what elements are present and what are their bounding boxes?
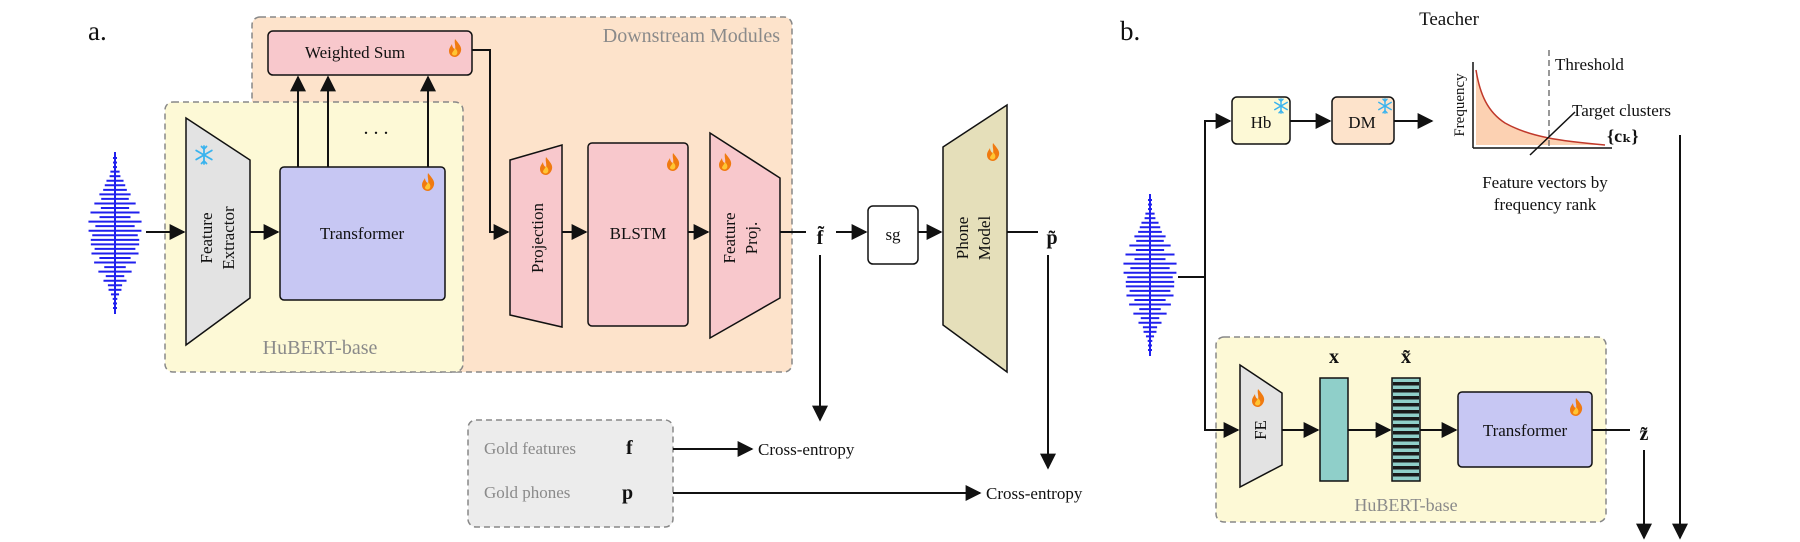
feature-proj-box [709, 131, 781, 340]
f-tilde-label: f̃ [817, 225, 825, 249]
blstm-box [587, 142, 689, 327]
teacher-label: Teacher [1419, 9, 1480, 30]
hb-label: Hb [1251, 113, 1272, 132]
target-clusters-label: Target clusters [1572, 101, 1671, 120]
hubert-base-label-a: HuBERT-base [263, 337, 378, 359]
sg-label: sg [885, 225, 901, 244]
fe-label: FE [1251, 420, 1270, 440]
panel-a-arrows [146, 49, 1056, 501]
phone-model-label-2: Model [975, 216, 994, 261]
feature-extractor-box [185, 116, 251, 347]
gold-phones-label: Gold phones [484, 483, 570, 502]
panel-b-arrows [1178, 113, 1688, 540]
transformer-box-a [279, 166, 446, 301]
hubert-base-label-b: HuBERT-base [1354, 495, 1457, 515]
panel-a-label: a. [88, 16, 107, 46]
blstm-label: BLSTM [610, 224, 667, 243]
z-tilde-label: z̃ [1640, 423, 1649, 445]
feature-proj-label-2: Proj. [742, 222, 761, 255]
layer-ellipsis: . . . [364, 117, 389, 139]
gold-targets-box [467, 419, 674, 528]
weighted-sum-box [267, 30, 473, 76]
panel-b-label: b. [1120, 16, 1140, 46]
phone-model-label-1: Phone [953, 217, 972, 260]
projection-box [509, 144, 563, 328]
gold-p-symbol: p [622, 482, 633, 504]
waveform-icon [88, 152, 142, 314]
phone-model-box [942, 103, 1008, 374]
feature-extractor-label-1: Feature [197, 213, 216, 264]
feature-extractor-label-2: Extractor [219, 206, 238, 270]
feature-proj-label-1: Feature [720, 213, 739, 264]
gold-f-symbol: f [626, 437, 633, 459]
sg-box [867, 205, 919, 265]
fe-box [1239, 363, 1283, 489]
weighted-sum-label: Weighted Sum [305, 43, 405, 62]
x-tilde-masked-bar [1391, 377, 1421, 482]
feature-vectors-label-2: frequency rank [1494, 195, 1597, 214]
cross-entropy-features: Cross-entropy [758, 440, 855, 459]
transformer-label-b: Transformer [1483, 421, 1568, 440]
frequency-rank-plot: Frequency [1452, 50, 1612, 156]
projection-label: Projection [528, 203, 547, 273]
feature-vectors-label-1: Feature vectors by [1482, 173, 1608, 192]
x-features-bar [1319, 377, 1349, 482]
transformer-label-a: Transformer [320, 224, 405, 243]
cross-entropy-phones: Cross-entropy [986, 484, 1083, 503]
ck-label: {cₖ} [1607, 126, 1639, 146]
waveform-icon [1123, 194, 1177, 356]
dm-label: DM [1348, 113, 1375, 132]
x-tilde-label: x̃ [1401, 346, 1411, 368]
threshold-label: Threshold [1555, 55, 1624, 74]
x-label: x [1329, 346, 1339, 368]
gold-features-label: Gold features [484, 439, 576, 458]
downstream-modules-title: Downstream Modules [603, 25, 780, 47]
p-tilde-label: p̃ [1046, 227, 1057, 249]
frequency-axis-label: Frequency [1452, 73, 1468, 137]
